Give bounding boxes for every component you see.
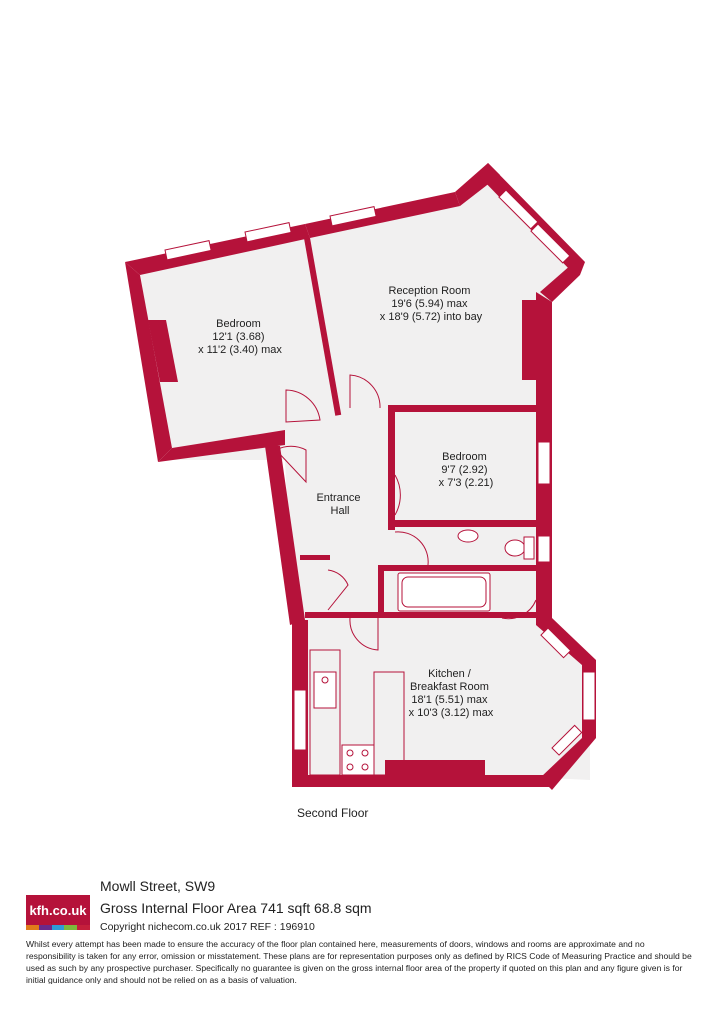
logo-bar	[26, 925, 39, 930]
copyright-text: Copyright nichecom.co.uk 2017 REF : 1969…	[100, 921, 315, 933]
interior-walls	[300, 237, 538, 618]
logo-bar	[77, 925, 90, 930]
disclaimer-text: Whilst every attempt has been made to en…	[26, 939, 692, 984]
logo-text: kfh.co.uk	[26, 895, 90, 925]
room-label-bedroom-2: Bedroom 9'7 (2.92) x 7'3 (2.21)	[439, 451, 494, 489]
room-label-entrance-hall: Entrance Hall	[316, 492, 363, 517]
property-address: Mowll Street, SW9	[100, 878, 216, 894]
kfh-logo: kfh.co.uk	[26, 895, 90, 931]
floor-name: Second Floor	[297, 806, 369, 820]
room-label-kitchen: Kitchen / Breakfast Room 18'1 (5.51) max…	[409, 668, 494, 719]
room-label-reception-room: Reception Room 19'6 (5.94) max x 18'9 (5…	[380, 285, 483, 323]
toilet	[504, 539, 526, 557]
logo-bar	[38, 925, 52, 930]
hob-ring	[346, 749, 354, 757]
windows	[164, 189, 596, 756]
logo-bar	[64, 925, 78, 930]
bathroom-fixtures	[397, 529, 535, 612]
floor-area	[140, 176, 590, 780]
room-label-bedroom-1: Bedroom 12'1 (3.68) x 11'2 (3.40) max	[198, 318, 282, 356]
kitchen-sink	[313, 671, 337, 709]
doors	[275, 374, 537, 651]
sink	[457, 529, 479, 543]
floor-plan: Bedroom 12'1 (3.68) x 11'2 (3.40) max Re…	[125, 163, 596, 790]
floor-area-text: Gross Internal Floor Area 741 sqft 68.8 …	[100, 900, 372, 916]
logo-color-bars	[26, 925, 90, 930]
kitchen-fixtures	[309, 649, 405, 776]
logo-bar	[51, 925, 65, 930]
